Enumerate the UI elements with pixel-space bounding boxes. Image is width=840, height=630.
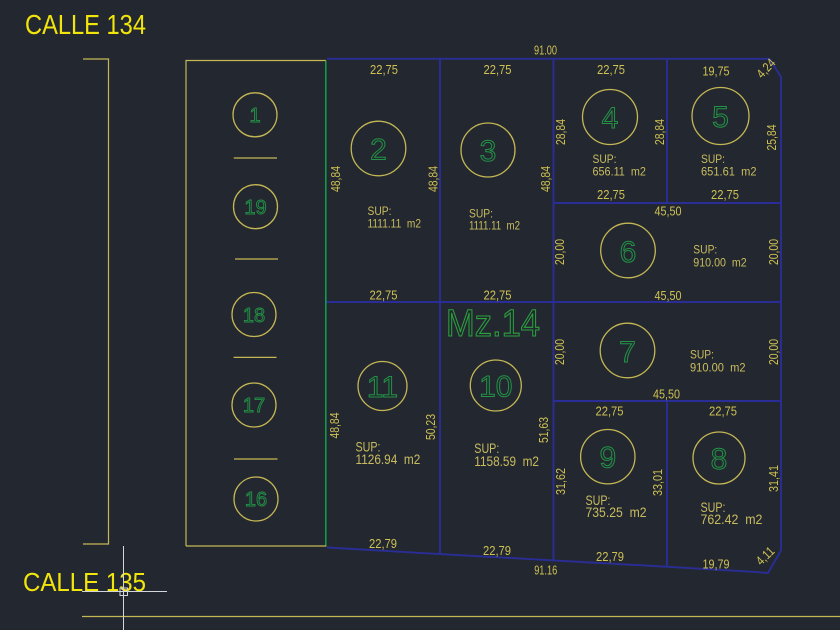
svg-text:1111.11 m2: 1111.11 m2 <box>368 217 422 231</box>
svg-text:22,75: 22,75 <box>597 62 625 77</box>
svg-text:31,62: 31,62 <box>553 468 568 495</box>
svg-text:910.00 m2: 910.00 m2 <box>690 361 746 375</box>
svg-text:22,75: 22,75 <box>484 62 512 77</box>
svg-text:1: 1 <box>249 105 260 127</box>
svg-text:48,84: 48,84 <box>538 166 553 192</box>
svg-text:28,84: 28,84 <box>553 119 568 145</box>
svg-text:91.16: 91.16 <box>534 563 557 578</box>
svg-text:SUP:: SUP: <box>693 243 717 257</box>
svg-text:20,00: 20,00 <box>766 339 781 365</box>
svg-text:48,84: 48,84 <box>327 413 342 439</box>
svg-text:31,41: 31,41 <box>766 465 781 492</box>
svg-text:1126.94 m2: 1126.94 m2 <box>356 452 421 467</box>
svg-text:CALLE 134: CALLE 134 <box>25 9 146 40</box>
svg-text:SUP:: SUP: <box>701 152 725 166</box>
svg-text:SUP:: SUP: <box>469 207 493 221</box>
svg-text:22,75: 22,75 <box>370 62 398 77</box>
svg-text:SUP:: SUP: <box>356 440 381 455</box>
svg-text:25,84: 25,84 <box>764 125 779 151</box>
svg-text:19,75: 19,75 <box>703 64 730 79</box>
svg-text:91.00: 91.00 <box>534 43 557 58</box>
svg-text:22,75: 22,75 <box>597 187 625 202</box>
svg-text:18: 18 <box>243 305 265 327</box>
svg-text:6: 6 <box>620 236 637 269</box>
svg-text:50,23: 50,23 <box>423 414 438 440</box>
svg-text:2: 2 <box>370 134 387 167</box>
svg-text:SUP:: SUP: <box>593 152 617 166</box>
svg-text:45,50: 45,50 <box>655 288 682 303</box>
svg-text:9: 9 <box>599 442 616 475</box>
svg-text:10: 10 <box>479 371 512 404</box>
svg-text:22,79: 22,79 <box>369 536 397 551</box>
svg-text:48,84: 48,84 <box>426 166 441 192</box>
svg-text:Mz.14: Mz.14 <box>446 303 540 345</box>
svg-text:22,79: 22,79 <box>596 549 624 564</box>
svg-text:22,75: 22,75 <box>709 404 737 419</box>
svg-text:11: 11 <box>367 371 398 404</box>
svg-text:28,84: 28,84 <box>652 119 667 145</box>
svg-text:SUP:: SUP: <box>701 500 726 515</box>
svg-text:22,75: 22,75 <box>596 404 624 419</box>
svg-text:SUP:: SUP: <box>690 348 714 362</box>
svg-text:7: 7 <box>619 336 636 369</box>
svg-text:22,79: 22,79 <box>483 543 511 558</box>
svg-text:SUP:: SUP: <box>586 493 611 508</box>
svg-text:8: 8 <box>711 443 728 476</box>
svg-text:16: 16 <box>245 489 267 511</box>
svg-text:51,63: 51,63 <box>536 417 551 443</box>
svg-text:20,00: 20,00 <box>766 239 781 265</box>
svg-text:CALLE 135: CALLE 135 <box>23 569 146 597</box>
svg-text:SUP:: SUP: <box>368 204 392 218</box>
svg-text:735.25 m2: 735.25 m2 <box>586 505 647 520</box>
svg-text:22,75: 22,75 <box>370 288 398 303</box>
svg-text:45,50: 45,50 <box>655 204 682 219</box>
svg-text:3: 3 <box>480 135 497 168</box>
svg-text:651.61 m2: 651.61 m2 <box>701 164 757 178</box>
svg-text:5: 5 <box>712 101 729 134</box>
svg-text:22,75: 22,75 <box>484 288 512 303</box>
svg-text:910.00 m2: 910.00 m2 <box>693 256 747 270</box>
svg-text:1111.11 m2: 1111.11 m2 <box>469 219 520 233</box>
svg-text:1158.59 m2: 1158.59 m2 <box>474 454 539 469</box>
svg-text:656.11 m2: 656.11 m2 <box>593 164 647 178</box>
svg-text:20,00: 20,00 <box>552 339 567 365</box>
svg-text:762.42 m2: 762.42 m2 <box>701 512 763 527</box>
svg-text:22,75: 22,75 <box>711 187 739 202</box>
svg-text:19: 19 <box>244 197 266 219</box>
svg-text:20,00: 20,00 <box>552 239 567 265</box>
svg-text:45,50: 45,50 <box>653 387 680 402</box>
svg-text:17: 17 <box>243 395 265 417</box>
svg-text:4: 4 <box>602 102 619 135</box>
svg-text:19,79: 19,79 <box>703 557 730 572</box>
svg-text:33,01: 33,01 <box>650 469 665 496</box>
svg-text:48,84: 48,84 <box>328 166 343 192</box>
svg-text:SUP:: SUP: <box>474 441 499 456</box>
